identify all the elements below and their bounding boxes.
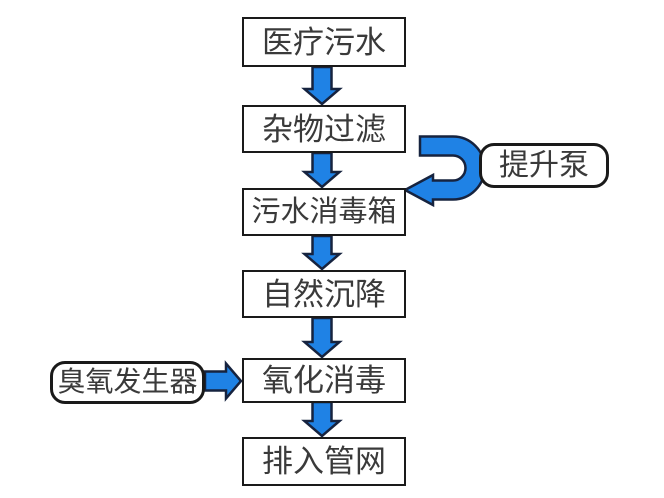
step-discharge-to-pipe-network: 排入管网 (242, 437, 406, 486)
uturn-arrow-lift-pump (402, 135, 486, 208)
step-natural-sedimentation: 自然沉降 (242, 270, 406, 318)
node-lift-pump: 提升泵 (479, 143, 609, 188)
node-ozone-generator: 臭氧发生器 (50, 361, 205, 404)
step-medical-sewage: 医疗污水 (242, 17, 406, 67)
down-arrow-step4-step5 (301, 316, 343, 359)
down-arrow-step3-step4 (301, 234, 343, 271)
step-debris-filtering: 杂物过滤 (242, 105, 406, 153)
down-arrow-step1-step2 (301, 65, 343, 106)
right-arrow-ozone-to-oxidation (203, 360, 243, 402)
down-arrow-step5-step6 (301, 400, 343, 438)
down-arrow-step2-step3 (301, 151, 343, 189)
step-sewage-disinfection-tank: 污水消毒箱 (242, 188, 406, 236)
step-oxidation-disinfection: 氧化消毒 (242, 358, 406, 403)
